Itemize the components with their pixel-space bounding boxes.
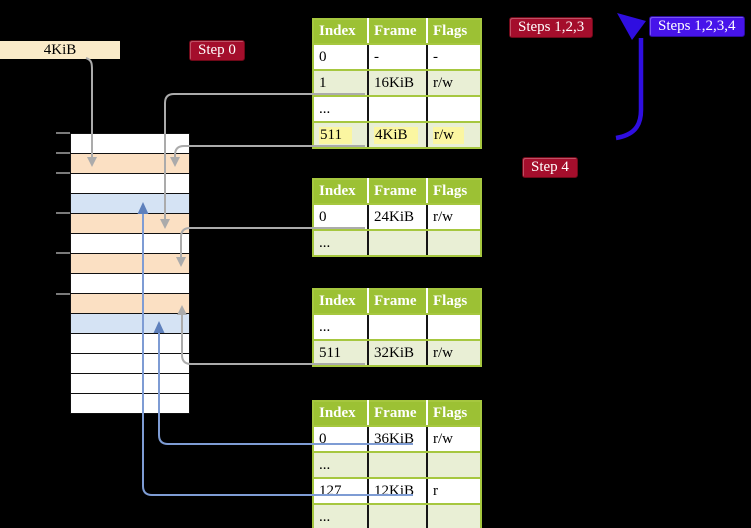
memory-row-free — [71, 334, 189, 354]
col-header-flags: Flags — [427, 289, 481, 315]
memory-row-pagetable — [71, 254, 189, 274]
col-header-frame: Frame — [368, 401, 428, 427]
table-row: 0 24KiB r/w — [313, 204, 481, 231]
memory-row-free — [71, 134, 189, 154]
table-row-recursive-entry: 511 4KiB r/w — [313, 122, 481, 149]
table-row: ... — [313, 230, 481, 257]
page-table-level2: Index Frame Flags ... 511 32KiB r/w — [312, 288, 482, 367]
col-header-flags: Flags — [427, 179, 481, 205]
table-row: 0 36KiB r/w — [313, 426, 481, 453]
col-header-index: Index — [313, 289, 369, 315]
table-row: 1 16KiB r/w — [313, 70, 481, 97]
col-header-index: Index — [313, 179, 369, 205]
col-header-flags: Flags — [427, 401, 481, 427]
address-tick — [56, 152, 70, 154]
memory-strip — [70, 133, 190, 414]
address-tick — [56, 172, 70, 174]
memory-row-pagetable — [71, 294, 189, 314]
cr3-value-box: 4KiB — [0, 41, 120, 59]
step4-badge: Step 4 — [522, 157, 578, 178]
page-table-level4: Index Frame Flags 0 - - 1 16KiB r/w ... … — [312, 18, 482, 149]
col-header-frame: Frame — [368, 289, 428, 315]
address-tick — [56, 293, 70, 295]
memory-row-free — [71, 354, 189, 374]
highlighted-frame: 4KiB — [374, 126, 418, 144]
address-tick — [56, 132, 70, 134]
memory-row-free — [71, 234, 189, 254]
steps123-badge: Steps 1,2,3 — [509, 17, 594, 38]
memory-row-page — [71, 194, 189, 214]
page-table-level1: Index Frame Flags 0 36KiB r/w ... 127 12… — [312, 400, 482, 528]
memory-row-page — [71, 314, 189, 334]
table-row: ... — [313, 452, 481, 479]
table-row: 511 32KiB r/w — [313, 340, 481, 367]
memory-row-free — [71, 394, 189, 413]
memory-row-free — [71, 274, 189, 294]
recursive-loop-arrowhead — [617, 13, 646, 40]
memory-row-pagetable — [71, 214, 189, 234]
table-row: ... — [313, 314, 481, 341]
table-header-row: Index Frame Flags — [313, 179, 481, 205]
table-row: ... — [313, 96, 481, 123]
memory-row-pagetable — [71, 154, 189, 174]
col-header-frame: Frame — [368, 19, 428, 45]
memory-row-free — [71, 174, 189, 194]
table-row: 0 - - — [313, 44, 481, 71]
steps1234-badge: Steps 1,2,3,4 — [649, 16, 745, 37]
address-tick — [56, 212, 70, 214]
table-header-row: Index Frame Flags — [313, 289, 481, 315]
highlighted-flags: r/w — [433, 126, 464, 144]
memory-row-free — [71, 374, 189, 394]
address-tick — [56, 252, 70, 254]
col-header-index: Index — [313, 19, 369, 45]
step0-badge: Step 0 — [189, 40, 245, 61]
col-header-flags: Flags — [427, 19, 481, 45]
col-header-frame: Frame — [368, 179, 428, 205]
table-row: ... — [313, 504, 481, 528]
table-header-row: Index Frame Flags — [313, 19, 481, 45]
page-table-level3: Index Frame Flags 0 24KiB r/w ... — [312, 178, 482, 257]
highlighted-index: 511 — [319, 126, 352, 144]
table-header-row: Index Frame Flags — [313, 401, 481, 427]
recursive-loop-arrow — [615, 38, 644, 141]
col-header-index: Index — [313, 401, 369, 427]
table-row: 127 12KiB r — [313, 478, 481, 505]
